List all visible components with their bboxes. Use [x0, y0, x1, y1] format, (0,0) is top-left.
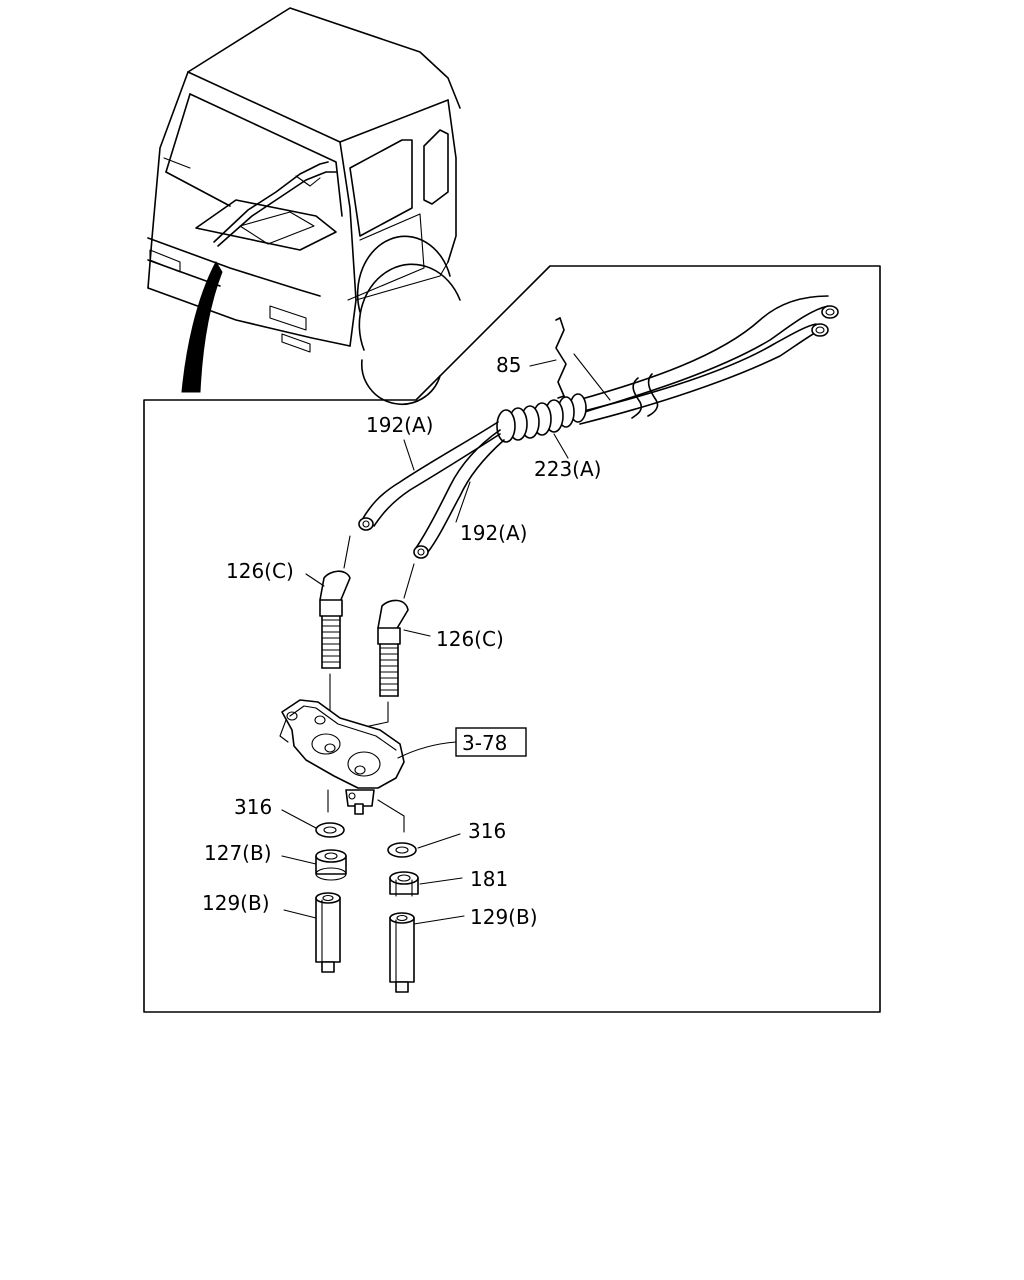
truck-cab-illustration: [147, 7, 461, 406]
callout-126c-left: 126(C): [226, 559, 294, 583]
nut-181: [389, 871, 419, 897]
callout-85: 85: [496, 353, 521, 377]
harness-assembly: [358, 295, 839, 559]
callout-129b-right: 129(B): [470, 905, 538, 929]
callout-316-right: 316: [468, 819, 506, 843]
leader-lines: [281, 353, 611, 925]
callout-181: 181: [470, 867, 508, 891]
callout-192a-top: 192(A): [366, 413, 433, 437]
washer-316-left: [315, 822, 345, 838]
detail-frame: [143, 265, 881, 1013]
callout-126c-right: 126(C): [436, 627, 504, 651]
nut-127b: [315, 849, 347, 881]
callout-192a-mid: 192(A): [460, 521, 527, 545]
callout-3-78-box: 3-78: [455, 727, 527, 757]
callout-129b-left: 129(B): [202, 891, 270, 915]
bracket-3-78: [279, 699, 405, 815]
callout-3-78: 3-78: [462, 731, 507, 755]
stud-129b-left: [315, 892, 341, 973]
connector-126c-left: [319, 535, 351, 669]
callout-223a: 223(A): [534, 457, 601, 481]
connector-126c-right: [377, 563, 415, 697]
callout-127b: 127(B): [204, 841, 272, 865]
washer-316-right: [387, 842, 417, 858]
convoluted-tube: [496, 393, 587, 443]
clip-85: [555, 317, 567, 399]
callout-316-left: 316: [234, 795, 272, 819]
stud-129b-right: [389, 912, 415, 993]
